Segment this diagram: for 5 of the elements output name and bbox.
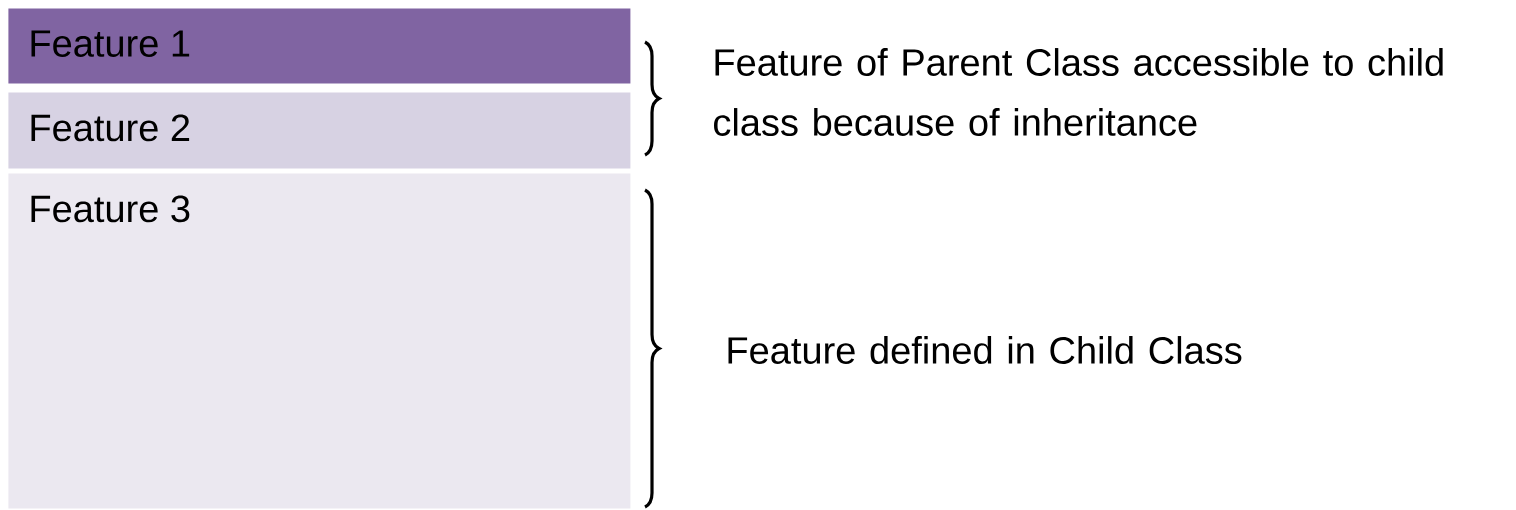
annotation-text: Feature of Parent Class accessible to child class because of inheritance — [714, 48, 1443, 136]
feature-box: Feature 2 — [8, 92, 631, 169]
annotation-text: Feature defined in Child Class — [728, 336, 1242, 364]
feature-box: Feature 3 — [8, 173, 631, 509]
feature-box: Feature 1 — [8, 8, 631, 84]
